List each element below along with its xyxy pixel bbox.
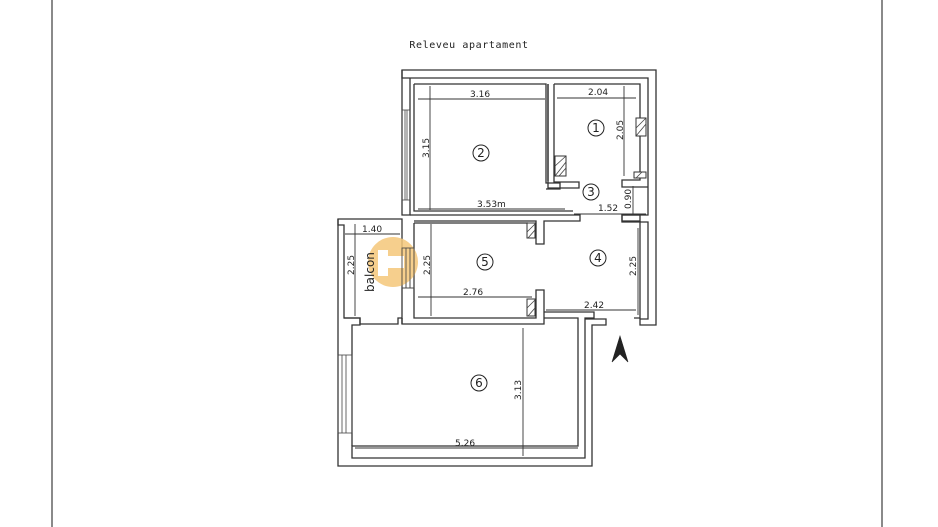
duct-blocks — [526, 117, 647, 317]
dim-room5-height: 2.25 — [423, 255, 433, 275]
dim-hall-width: 3.53m — [477, 200, 506, 210]
room-marker-6: 6 — [470, 374, 488, 392]
dim-room4-height: 2.25 — [629, 256, 639, 276]
dim-room1-width: 2.04 — [588, 88, 608, 98]
room-marker-5: 5 — [476, 253, 494, 271]
north-arrow-icon — [611, 334, 629, 363]
dim-room3-height: 0.90 — [624, 189, 634, 209]
dim-room2-width: 3.16 — [470, 90, 490, 100]
svg-text:2: 2 — [477, 146, 485, 160]
dim-balcony-width: 1.40 — [362, 225, 382, 235]
svg-text:3: 3 — [587, 185, 595, 199]
dim-room2-height: 3.15 — [422, 138, 432, 158]
drawing-title: Releveu apartament — [409, 40, 529, 51]
dim-room5-width: 2.76 — [463, 288, 483, 298]
room-marker-3: 3 — [582, 183, 600, 201]
room-marker-4: 4 — [589, 249, 607, 267]
page-border-left — [51, 0, 53, 527]
page-border-right — [881, 0, 883, 527]
watermark-logo — [368, 237, 418, 287]
window-room2 — [401, 109, 411, 201]
dim-room1-height: 2.05 — [616, 120, 626, 140]
svg-text:6: 6 — [475, 376, 483, 390]
dim-balcony-height: 2.25 — [347, 255, 357, 275]
dim-room3-width: 1.52 — [598, 204, 618, 214]
balcony-label: balcon — [363, 252, 377, 292]
door-balcony-overlay — [401, 247, 415, 289]
window-room6 — [337, 354, 353, 434]
room-marker-2: 2 — [472, 144, 490, 162]
svg-text:4: 4 — [594, 251, 602, 265]
dimension-lines — [345, 86, 646, 456]
room-marker-1: 1 — [587, 119, 605, 137]
dim-room6-height: 3.13 — [514, 380, 524, 400]
svg-text:1: 1 — [592, 121, 600, 135]
dim-room4-width: 2.42 — [584, 301, 604, 311]
outer-walls — [337, 69, 657, 467]
svg-text:5: 5 — [481, 255, 489, 269]
dimension-labels: 3.16 3.15 2.04 2.05 3.53m 1.52 0.90 1.40… — [347, 88, 639, 449]
room-numbers: 1 2 3 4 5 6 — [470, 119, 607, 392]
dim-room6-width: 5.26 — [455, 439, 475, 449]
